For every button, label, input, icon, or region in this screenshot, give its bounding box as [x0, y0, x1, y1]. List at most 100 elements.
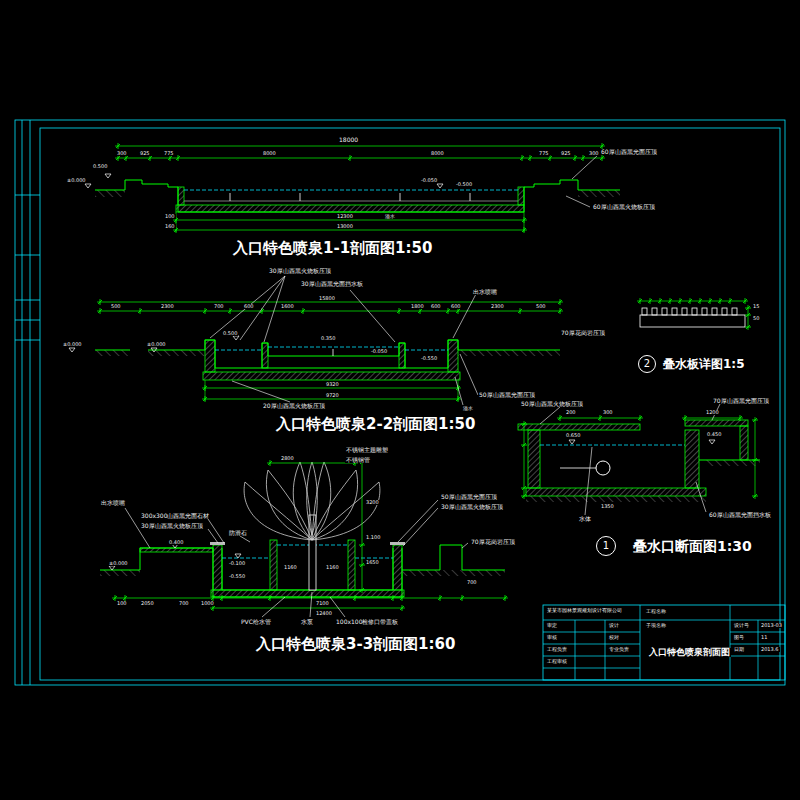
annotation-text: 校对 — [608, 635, 620, 640]
outline-line — [100, 548, 213, 570]
annotation-text: 60厚山西黑火烧板压顶 — [592, 204, 656, 210]
dimension-tick — [581, 155, 585, 161]
dimension-tick — [558, 308, 562, 314]
annotation-text: 工程名称 — [645, 609, 667, 614]
annotation-text: 200 — [565, 410, 577, 415]
leader-line — [210, 276, 285, 342]
annotation-text: 审定 — [546, 623, 558, 628]
annotation-text: 300x300山西黑光面石材 — [140, 513, 210, 519]
coping — [685, 420, 748, 426]
elevation-mark — [105, 174, 111, 178]
dimension-line — [97, 302, 563, 303]
wall-section — [393, 545, 402, 590]
annotation-text: 20厚山西黑火烧板压顶 — [262, 403, 326, 409]
dimension-line — [115, 158, 605, 159]
sculpture-petal — [307, 462, 318, 535]
nozzle — [400, 193, 401, 201]
annotation-text: 15800 — [318, 296, 336, 301]
wall-section — [740, 426, 748, 460]
annotation-text: ±0.000 — [146, 342, 167, 347]
elevation-mark — [109, 566, 115, 570]
annotation-text: 600 — [243, 304, 255, 309]
dimension-tick — [138, 308, 142, 314]
dimension-tick — [98, 299, 102, 305]
weir-wall — [685, 430, 699, 488]
annotation-text: 3200 — [365, 500, 380, 505]
annotation-text: 100 — [116, 601, 128, 606]
dimension-tick — [203, 385, 207, 391]
dimension-tick — [301, 308, 305, 314]
dimension-tick — [752, 418, 758, 422]
dimension-tick — [353, 595, 357, 601]
dimension-tick — [391, 595, 395, 601]
section-title: 入口特色喷泉3-3剖面图1:60 — [255, 637, 456, 652]
elevation-mark — [235, 554, 241, 558]
detail-circle: 1 — [596, 536, 616, 556]
annotation-text: 700 — [466, 580, 478, 585]
annotation-text: 溢水 — [384, 214, 396, 219]
leader-line — [460, 354, 478, 395]
annotation-text: 1600 — [280, 304, 295, 309]
slab-section — [176, 205, 524, 212]
dimension-tick — [359, 543, 365, 547]
elevation-mark — [569, 440, 575, 444]
annotation-text: 70厚山西黑光面压顶 — [712, 398, 770, 404]
wall-section — [348, 540, 355, 590]
dimension-tick — [638, 415, 642, 421]
dimension-line — [173, 220, 527, 221]
plate-tooth — [652, 308, 657, 315]
annotation-text: 925 — [560, 151, 572, 156]
dimension-line — [112, 598, 508, 599]
dimension-tick — [683, 415, 687, 421]
dimension-tick — [738, 415, 742, 421]
wall-section — [270, 540, 277, 590]
pool-floor — [184, 201, 518, 202]
title-block-grid — [543, 605, 785, 680]
section-title: 叠水口断面图1:30 — [632, 539, 753, 553]
annotation-text: 30厚山西黑火烧板压顶 — [140, 523, 204, 529]
leader-line — [453, 294, 476, 338]
drawing-title: 入口特色喷泉剖面图 — [648, 648, 731, 657]
annotation-text: -0.050 — [370, 349, 388, 354]
leader-line — [696, 482, 706, 512]
dimension-tick — [638, 298, 642, 304]
earth-fill — [458, 350, 560, 356]
earth-fill — [526, 496, 706, 502]
overflow-plate — [640, 315, 745, 327]
dimension-tick — [558, 415, 562, 421]
dimension-tick — [268, 460, 272, 466]
annotation-text: -0.050 — [420, 178, 438, 183]
elevation-mark — [709, 440, 715, 444]
plate-tooth — [712, 308, 717, 315]
earth-fill — [100, 570, 140, 576]
annotation-text: 子项名称 — [645, 623, 667, 628]
sculpture-petal — [312, 470, 358, 540]
plate-tooth — [662, 308, 667, 315]
slab-section — [211, 590, 404, 597]
annotation-text: 11 — [760, 635, 768, 640]
leader-line — [232, 381, 290, 402]
annotation-text: 775 — [163, 151, 175, 156]
outline-line — [402, 545, 505, 570]
annotation-text: 某某市园林景观规划设计有限公司 — [546, 608, 623, 613]
annotation-text: 50厚山西黑火烧板压顶 — [520, 401, 584, 407]
annotation-text: 30厚山西黑光面挡水板 — [300, 281, 364, 287]
annotation-text: 8000 — [430, 151, 445, 156]
wall-section — [205, 340, 215, 372]
leader-line — [462, 543, 468, 548]
dimension-tick — [176, 155, 180, 161]
extension-line — [205, 380, 458, 401]
annotation-text: -0.500 — [455, 182, 473, 187]
annotation-text: 出水喷嘴 — [100, 500, 126, 506]
annotation-text: PVC给水管 — [240, 619, 272, 625]
dimension-tick — [203, 308, 207, 314]
dimension-tick — [268, 595, 272, 601]
annotation-text: 1160 — [325, 565, 340, 570]
leader-line — [585, 447, 592, 515]
annotation-text: 0.350 — [320, 336, 336, 341]
annotation-text: 300 — [116, 151, 128, 156]
pipe-section — [596, 461, 610, 475]
earth-fill — [705, 460, 760, 466]
